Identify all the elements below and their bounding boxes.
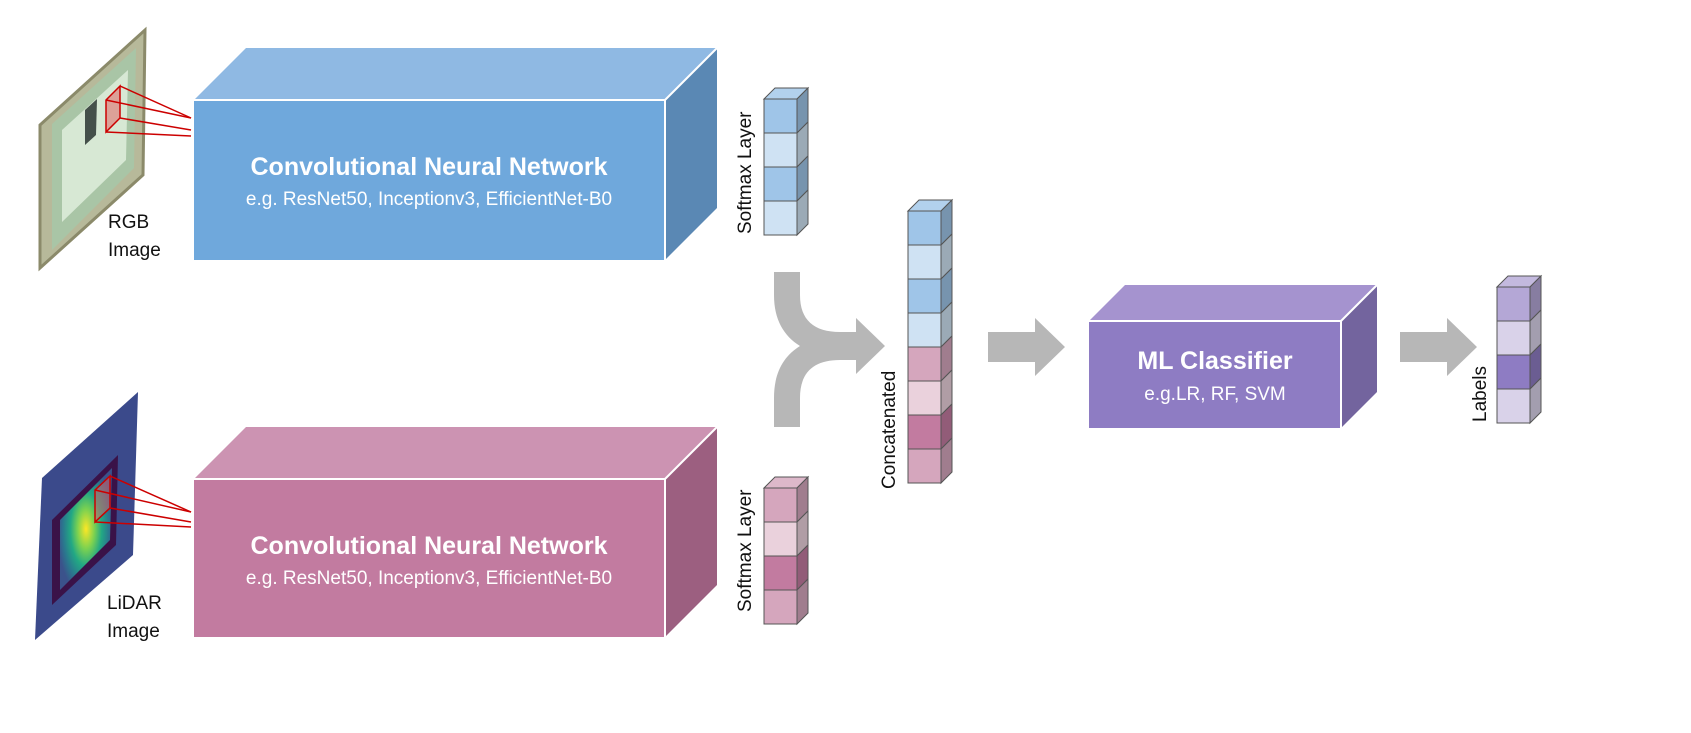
- softmax-bottom-label: Softmax Layer: [735, 489, 756, 612]
- stack-cell-front-face: [907, 346, 942, 382]
- stack-cell-front-face: [763, 487, 798, 523]
- softmax-stack-bottom: [762, 475, 810, 626]
- cnn-top-front-face: [194, 100, 665, 260]
- stack-cell: [1495, 274, 1543, 323]
- labels-stack: [1495, 274, 1543, 425]
- softmax-top-label: Softmax Layer: [735, 111, 756, 234]
- stack-cell: [763, 188, 809, 237]
- classifier-top-face: [1089, 285, 1377, 321]
- stack-cell-front-face: [1496, 320, 1531, 356]
- stack-cell-front-face: [763, 132, 798, 168]
- stack-cell-front-face: [907, 210, 942, 246]
- stack-cell: [906, 198, 954, 247]
- merge-arrow: [774, 272, 885, 427]
- stack-cell-front-face: [907, 448, 942, 484]
- stack-cell: [763, 577, 809, 626]
- stack-cell: [907, 436, 953, 485]
- stack-cell-front-face: [907, 278, 942, 314]
- cnn-top-top-face: [194, 48, 717, 100]
- rgb-label-line2: Image: [108, 240, 161, 261]
- classifier-subtitle: e.g.LR, RF, SVM: [1144, 384, 1286, 405]
- stack-cell-front-face: [763, 589, 798, 625]
- lidar-label-line2: Image: [107, 621, 160, 642]
- labels-label: Labels: [1470, 366, 1491, 422]
- stack-cell-front-face: [763, 166, 798, 202]
- cnn-top-title: Convolutional Neural Network: [251, 153, 608, 181]
- stack-cell-front-face: [1496, 286, 1531, 322]
- cnn-top-subtitle: e.g. ResNet50, Inceptionv3, EfficientNet…: [246, 189, 612, 210]
- stack-cell: [1496, 342, 1542, 391]
- stack-cell: [907, 334, 953, 383]
- rgb-label-line1: RGB: [108, 212, 149, 233]
- cnn-top-side-face: [665, 48, 717, 260]
- stack-cell-front-face: [763, 555, 798, 591]
- cnn-bottom-top-face: [194, 427, 717, 479]
- concatenated-stack: [906, 198, 954, 485]
- rgb-conv-kernel: [105, 84, 192, 137]
- cnn-block-bottom: Convolutional Neural Network e.g. ResNet…: [194, 426, 718, 637]
- stack-cell: [762, 475, 810, 524]
- arrow-to-labels: [1400, 318, 1477, 376]
- stack-cell-front-face: [907, 312, 942, 348]
- softmax-stack-top: [762, 86, 810, 237]
- stack-cell-front-face: [763, 98, 798, 134]
- classifier-title: ML Classifier: [1137, 347, 1292, 375]
- cnn-bottom-side-face: [665, 427, 717, 637]
- arrow-to-classifier: [988, 318, 1065, 376]
- stack-cell-front-face: [763, 200, 798, 236]
- stack-cell-front-face: [763, 521, 798, 557]
- lidar-label-line1: LiDAR: [107, 593, 162, 614]
- cnn-bottom-subtitle: e.g. ResNet50, Inceptionv3, EfficientNet…: [246, 568, 612, 589]
- ml-classifier-block: ML Classifier e.g.LR, RF, SVM: [1089, 284, 1378, 428]
- cnn-bottom-front-face: [194, 479, 665, 637]
- stack-cell: [907, 266, 953, 315]
- lidar-conv-kernel: [94, 474, 192, 528]
- concatenated-label: Concatenated: [879, 371, 900, 489]
- stack-cell: [762, 86, 810, 135]
- stack-cell-front-face: [907, 244, 942, 280]
- stack-cell-front-face: [907, 414, 942, 450]
- classifier-side-face: [1341, 285, 1377, 428]
- stack-cell: [1496, 376, 1542, 425]
- stack-cell-front-face: [1496, 354, 1531, 390]
- cnn-bottom-title: Convolutional Neural Network: [251, 532, 608, 560]
- stack-cell-front-face: [1496, 388, 1531, 424]
- cnn-block-top: Convolutional Neural Network e.g. ResNet…: [194, 47, 718, 260]
- classifier-front-face: [1089, 321, 1341, 428]
- stack-cell-front-face: [907, 380, 942, 416]
